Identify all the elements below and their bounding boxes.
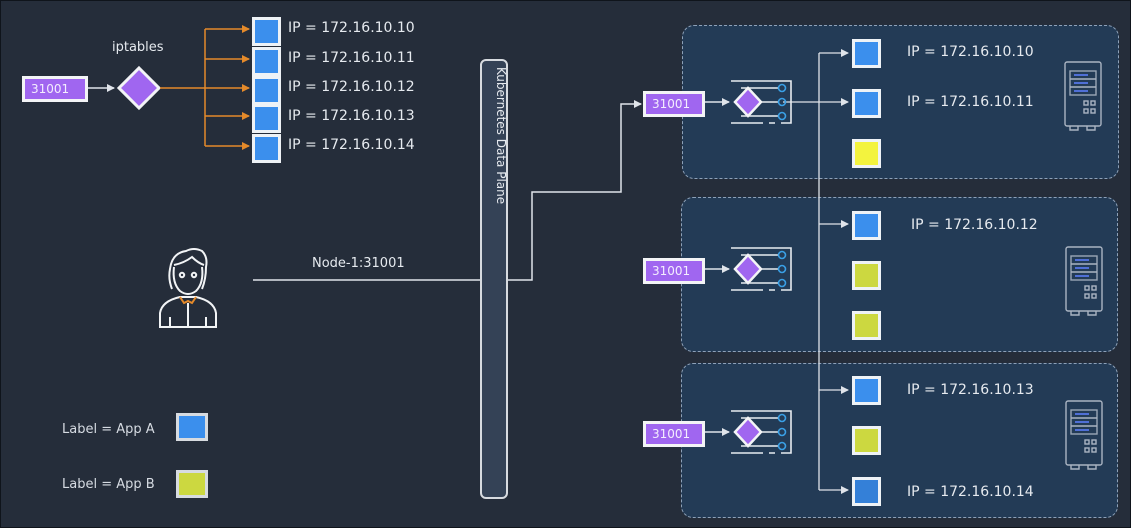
- node1-pod-2: [852, 89, 881, 118]
- node3-pod-3-ip: IP = 172.16.10.14: [907, 484, 1034, 500]
- iptables-port-box: 31001: [22, 76, 88, 102]
- iptables-endpoint-ip-3: IP = 172.16.10.12: [288, 79, 415, 95]
- node1-pod-3: [852, 139, 881, 168]
- iptables-fanout: [160, 25, 250, 150]
- legend-swatch-app-b: [176, 470, 208, 498]
- iptables-endpoint-pod-3: [252, 76, 281, 105]
- node2-pod-3: [852, 311, 881, 340]
- server-icon: [1065, 400, 1103, 470]
- iptables-endpoint-pod-2: [252, 47, 281, 76]
- node1-pod-2-ip: IP = 172.16.10.11: [907, 94, 1034, 110]
- legend-swatch-app-a: [176, 413, 208, 441]
- node2-pod-1: [852, 211, 881, 240]
- proxy-distribution-lines: [783, 49, 849, 494]
- node1-pod-1: [852, 39, 881, 68]
- node3-pod-1-ip: IP = 172.16.10.13: [907, 382, 1034, 398]
- iptables-diamond-icon: [116, 65, 162, 111]
- kube-proxy-icon: [731, 247, 792, 291]
- legend-label-app-b: Label = App B: [62, 477, 155, 492]
- dataplane-to-node1-line: [508, 100, 642, 281]
- kubernetes-data-plane-label: Kubernetes Data Plane: [494, 67, 508, 205]
- user-icon: [159, 248, 217, 328]
- server-icon: [1065, 246, 1103, 316]
- iptables-endpoint-pod-4: [252, 104, 281, 133]
- node2-port-box: 31001: [643, 258, 705, 284]
- kubernetes-data-plane: [480, 59, 508, 499]
- node3-pod-2: [852, 426, 881, 455]
- server-icon: [1064, 61, 1102, 131]
- iptables-endpoint-ip-2: IP = 172.16.10.11: [288, 50, 415, 66]
- node2-pod-2: [852, 261, 881, 290]
- kube-proxy-icon: [731, 80, 792, 124]
- node3-port-box: 31001: [643, 421, 705, 447]
- node3-pod-3: [852, 477, 881, 506]
- client-connection-label: Node-1:31001: [312, 256, 405, 271]
- legend-label-app-a: Label = App A: [62, 422, 155, 437]
- iptables-endpoint-pod-1: [252, 17, 281, 46]
- node-box-3: [681, 363, 1118, 518]
- kube-proxy-icon: [731, 410, 792, 454]
- node3-pod-1: [852, 376, 881, 405]
- iptables-endpoint-ip-1: IP = 172.16.10.10: [288, 20, 415, 36]
- iptables-endpoint-ip-5: IP = 172.16.10.14: [288, 137, 415, 153]
- iptables-endpoint-ip-4: IP = 172.16.10.13: [288, 108, 415, 124]
- iptables-title: iptables: [112, 40, 164, 55]
- node2-pod-1-ip: IP = 172.16.10.12: [911, 217, 1038, 233]
- iptables-endpoint-pod-5: [252, 134, 281, 163]
- node1-pod-1-ip: IP = 172.16.10.10: [907, 44, 1034, 60]
- node1-port-box: 31001: [643, 91, 705, 117]
